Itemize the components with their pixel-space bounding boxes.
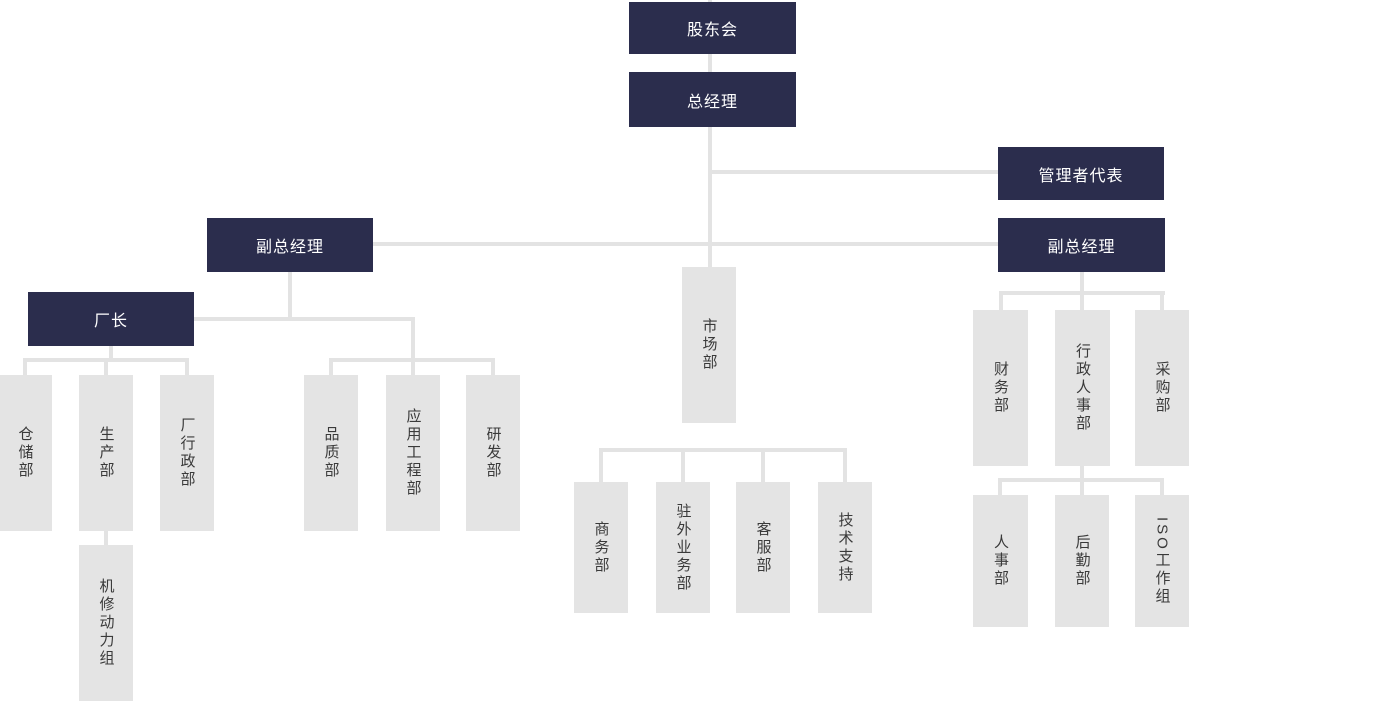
org-node-commerce: 商务部 [574, 482, 628, 613]
connector-deputy-left-down [288, 272, 292, 321]
org-node-purchasing: 采购部 [1135, 310, 1189, 466]
org-node-tech-support: 技术支持 [818, 482, 872, 613]
connector-shareholders-gm [708, 54, 712, 72]
connector-quality-stub-left [329, 358, 333, 375]
connector-quality-stub-mid [411, 362, 415, 375]
org-node-marketing: 市场部 [682, 267, 736, 423]
org-node-application-eng: 应用工程部 [386, 375, 440, 531]
org-node-warehouse: 仓储部 [0, 375, 52, 531]
connector-right1-stub-mid [1080, 295, 1084, 310]
org-node-factory-director: 厂长 [28, 292, 194, 346]
connector-gm-marketing-trunk [708, 127, 712, 267]
org-node-shareholders: 股东会 [629, 2, 796, 54]
org-node-admin-hr: 行政人事部 [1055, 310, 1110, 466]
connector-right-bar-2 [998, 478, 1164, 482]
connector-quality-bar [329, 358, 495, 362]
org-node-deputy-gm-right: 副总经理 [998, 218, 1165, 272]
connector-quality-stub-right [491, 358, 495, 375]
org-node-finance: 财务部 [973, 310, 1028, 466]
connector-factory-stub-mid [104, 362, 108, 375]
connector-marketing-stub-1 [599, 448, 603, 482]
connector-factory-stub-left [23, 358, 27, 375]
org-node-deputy-gm-left: 副总经理 [207, 218, 373, 272]
connector-right1-stub-left [999, 291, 1003, 310]
connector-deputy-right-down [1080, 272, 1084, 295]
org-node-factory-admin: 厂行政部 [160, 375, 214, 531]
connector-marketing-stub-4 [843, 448, 847, 482]
connector-right1-stub-right [1160, 291, 1164, 310]
org-node-production: 生产部 [79, 375, 133, 531]
connector-top-stub [708, 0, 712, 3]
org-node-rnd: 研发部 [466, 375, 520, 531]
connector-adminhr-down [1080, 466, 1084, 482]
connector-factory-bar [23, 358, 189, 362]
connector-right-bar-1 [999, 291, 1165, 295]
connector-deputy-level [373, 242, 998, 246]
org-node-customer-service: 客服部 [736, 482, 790, 613]
org-node-quality: 品质部 [304, 375, 358, 531]
org-node-mgmt-representative: 管理者代表 [998, 147, 1164, 200]
connector-factory-stub-right [185, 358, 189, 375]
connector-right2-stub-mid [1080, 482, 1084, 495]
connector-marketing-stub-2 [681, 452, 685, 482]
connector-production-machine [104, 531, 108, 545]
connector-factory-down [109, 346, 113, 362]
connector-gm-mgmtrep [710, 170, 998, 174]
org-node-field-business: 驻外业务部 [656, 482, 710, 613]
connector-marketing-stub-3 [761, 452, 765, 482]
connector-right2-stub-left [998, 478, 1002, 495]
org-node-general-manager: 总经理 [629, 72, 796, 127]
connector-marketing-bar [599, 448, 847, 452]
org-node-hr: 人事部 [973, 495, 1028, 627]
org-node-iso-team: ISO工作组 [1135, 495, 1189, 627]
connector-quality-trunk [411, 317, 415, 362]
org-node-machine-repair: 机修动力组 [79, 545, 133, 701]
connector-factory-deputy [194, 317, 415, 321]
org-node-logistics: 后勤部 [1055, 495, 1109, 627]
connector-right2-stub-right [1160, 478, 1164, 495]
